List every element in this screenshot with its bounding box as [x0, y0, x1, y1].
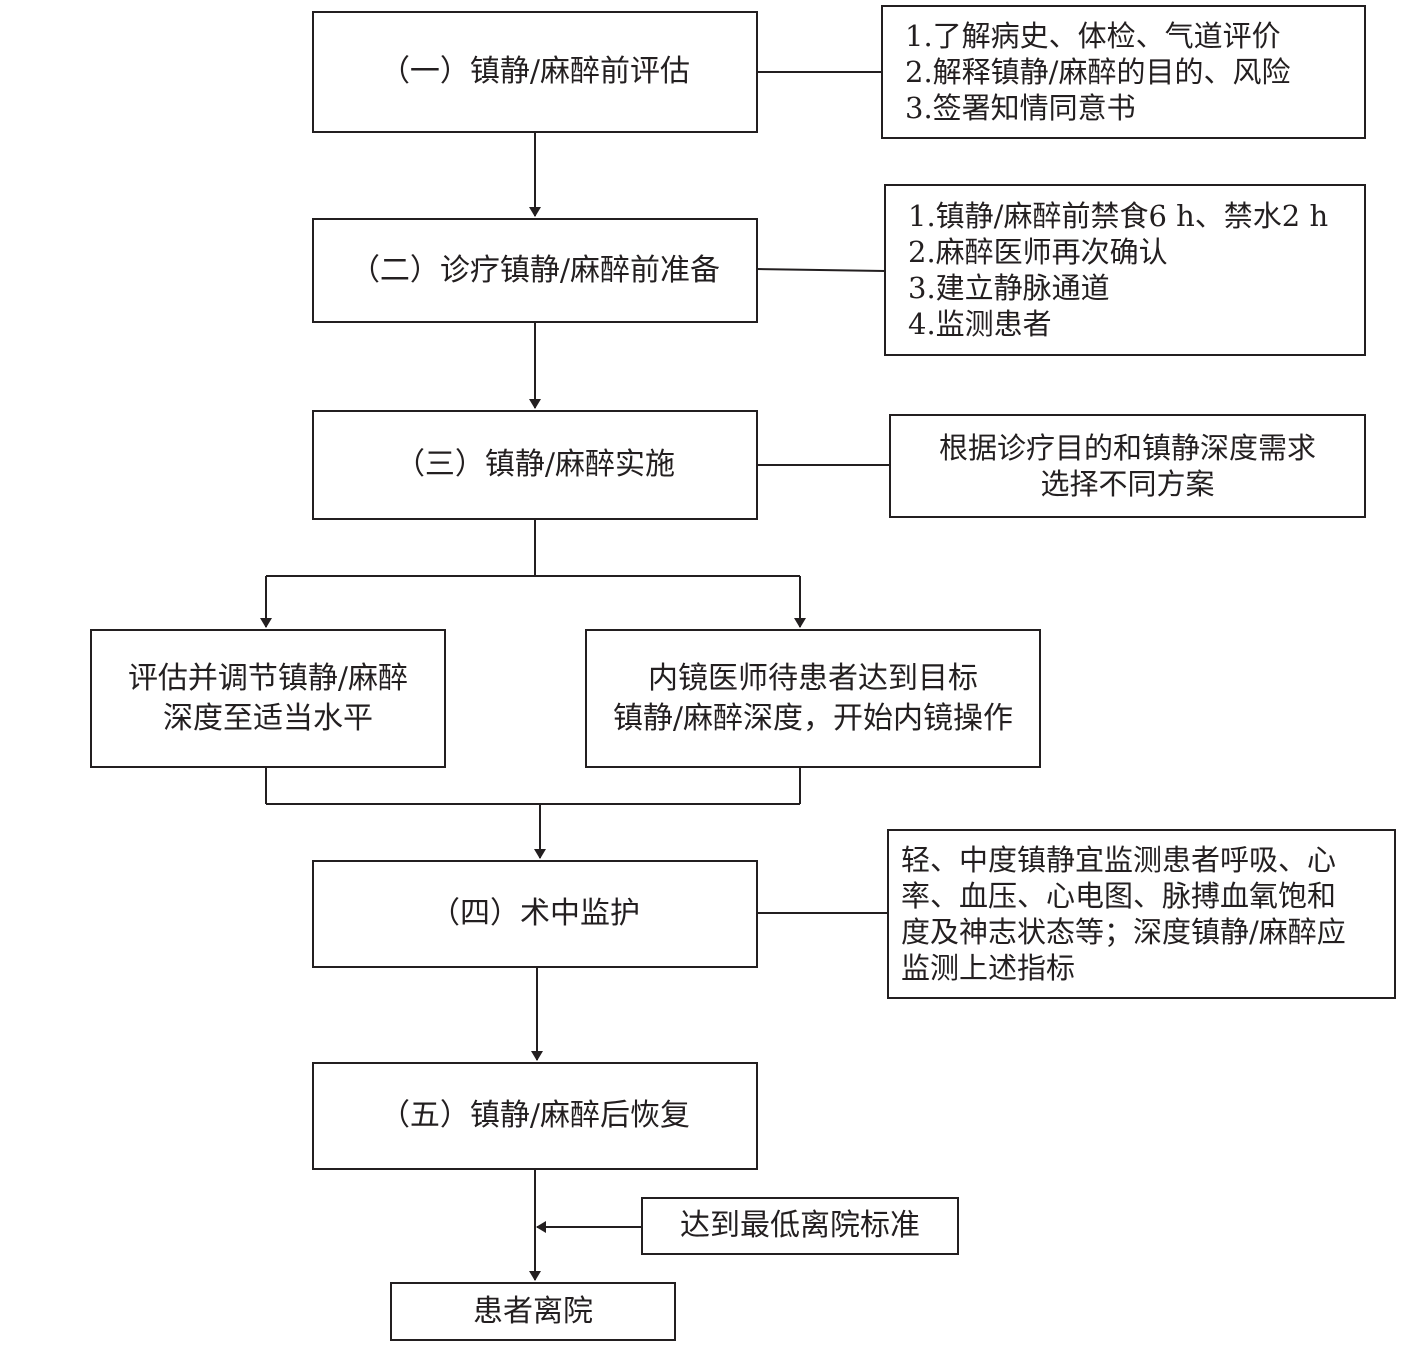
note-2-line-2: 2.麻醉医师再次确认	[908, 235, 1168, 269]
step-5-label: （五）镇静/麻醉后恢复	[379, 1098, 691, 1133]
discharge-criteria-box: 达到最低离院标准	[641, 1197, 959, 1255]
step-2-preparation: （二）诊疗镇静/麻醉前准备	[312, 218, 758, 323]
branch-right-start-endoscopy: 内镜医师待患者达到目标 镇静/麻醉深度，开始内镜操作	[585, 629, 1041, 768]
end-patient-discharge: 患者离院	[390, 1282, 676, 1341]
note-2-line-4: 4.监测患者	[908, 307, 1052, 341]
note-2-line-3: 3.建立静脉通道	[908, 271, 1110, 305]
note-4-line-4: 监测上述指标	[901, 951, 1076, 985]
branch-right-line-1: 内镜医师待患者达到目标	[648, 660, 978, 696]
note-3-line-1: 根据诊疗目的和镇静深度需求	[938, 431, 1316, 465]
step-2-label: （二）诊疗镇静/麻醉前准备	[349, 252, 721, 288]
step-3-implementation: （三）镇静/麻醉实施	[312, 410, 758, 520]
branch-left-adjust-depth: 评估并调节镇静/麻醉 深度至适当水平	[90, 629, 446, 768]
note-1-line-3: 3.签署知情同意书	[905, 91, 1136, 125]
note-1-assessment-items: 1.了解病史、体检、气道评价 2.解释镇静/麻醉的目的、风险 3.签署知情同意书	[881, 5, 1366, 139]
note-2-preparation-items: 1.镇静/麻醉前禁食6 h、禁水2 h 2.麻醉医师再次确认 3.建立静脉通道 …	[884, 184, 1366, 356]
step-1-label: （一）镇静/麻醉前评估	[379, 54, 691, 89]
note-1-line-1: 1.了解病史、体检、气道评价	[905, 19, 1281, 53]
step-4-label: （四）术中监护	[430, 896, 640, 931]
note-4-line-1: 轻、中度镇静宜监测患者呼吸、心	[901, 843, 1337, 877]
note-4-line-2: 率、血压、心电图、脉搏血氧饱和	[901, 879, 1337, 913]
discharge-criteria-label: 达到最低离院标准	[680, 1208, 920, 1243]
step-3-label: （三）镇静/麻醉实施	[394, 447, 676, 482]
end-label: 患者离院	[473, 1293, 593, 1329]
note-3-plan-selection: 根据诊疗目的和镇静深度需求 选择不同方案	[889, 414, 1366, 518]
step-5-recovery: （五）镇静/麻醉后恢复	[312, 1062, 758, 1170]
branch-left-line-1: 评估并调节镇静/麻醉	[127, 660, 409, 696]
note-2-line-1: 1.镇静/麻醉前禁食6 h、禁水2 h	[908, 199, 1329, 233]
branch-left-line-2: 深度至适当水平	[163, 700, 373, 736]
step-1-pre-assessment: （一）镇静/麻醉前评估	[312, 11, 758, 133]
note-1-line-2: 2.解释镇静/麻醉的目的、风险	[905, 55, 1291, 89]
connector-s2-note	[756, 268, 886, 272]
note-4-line-3: 度及神志状态等；深度镇静/麻醉应	[901, 915, 1346, 949]
note-3-line-2: 选择不同方案	[1040, 467, 1215, 501]
step-4-intraop-monitoring: （四）术中监护	[312, 860, 758, 968]
note-4-monitoring-items: 轻、中度镇静宜监测患者呼吸、心 率、血压、心电图、脉搏血氧饱和 度及神志状态等；…	[887, 829, 1396, 999]
branch-right-line-2: 镇静/麻醉深度，开始内镜操作	[612, 700, 1014, 736]
